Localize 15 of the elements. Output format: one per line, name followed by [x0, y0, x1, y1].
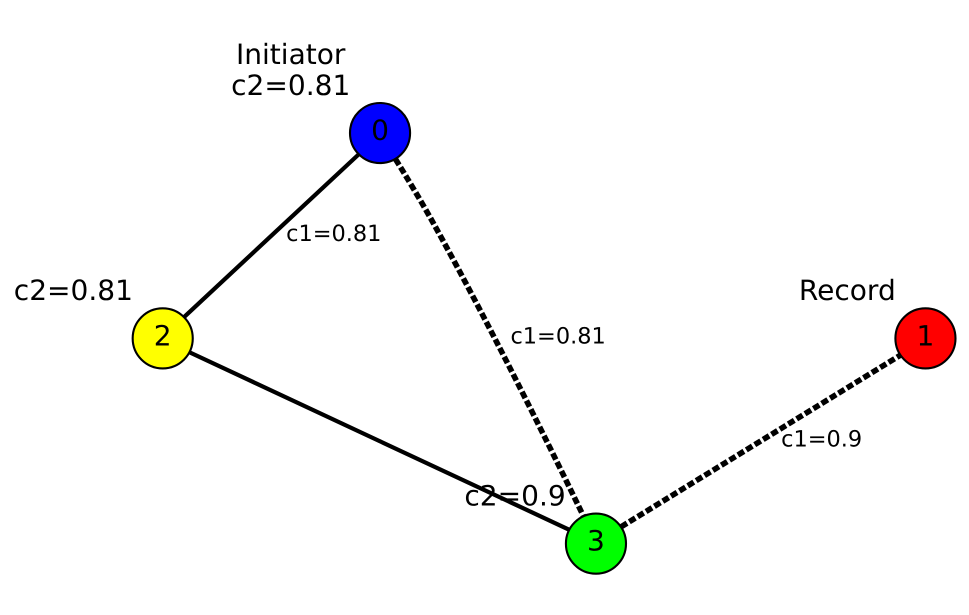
node-circle: 1 [894, 307, 957, 370]
node-label: Initiator [236, 38, 346, 72]
node-circle: 2 [132, 307, 194, 370]
node-label: c2=0.81 [231, 68, 350, 102]
edge-label: c1=0.9 [781, 426, 862, 452]
edge-label: c1=0.81 [286, 221, 382, 248]
edge-label: c1=0.81 [510, 324, 606, 350]
connector [393, 158, 586, 518]
node-circle: 0 [348, 102, 412, 164]
connector [182, 152, 360, 318]
connector [188, 350, 570, 532]
node-label: Record [798, 274, 896, 308]
node-circle: 3 [564, 512, 628, 575]
connector [620, 352, 902, 530]
node-label: c2=0.81 [14, 274, 133, 308]
